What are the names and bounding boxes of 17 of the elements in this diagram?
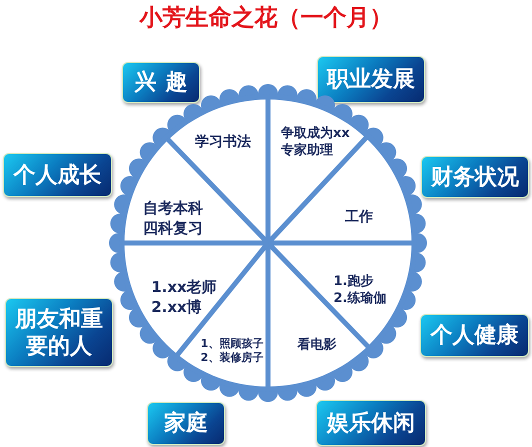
- category-tile: 职业发展: [317, 56, 425, 103]
- slice-text: 看电影: [298, 336, 336, 354]
- category-tile: 朋友和重要的人: [5, 298, 113, 367]
- slice-text: 1.xx老师 2.xx博: [151, 277, 217, 317]
- category-tile: 财务状况: [421, 156, 529, 198]
- category-tile: 家庭: [147, 402, 225, 445]
- category-tile: 娱乐休闲: [316, 400, 426, 446]
- category-tile: 个人健康: [420, 314, 529, 357]
- slice-text: 1、照顾孩子 2、装修房子: [200, 337, 264, 365]
- slice-text: 1.跑步 2.练瑜伽: [334, 273, 386, 307]
- slice-text: 学习书法: [195, 133, 251, 151]
- slice-text: 争取成为xx专家助理: [281, 125, 355, 159]
- category-tile: 个人成长: [3, 153, 112, 197]
- slice-text: 自考本科四科复习: [143, 198, 207, 238]
- title: 小芳生命之花（一个月）: [138, 4, 394, 33]
- category-tile: 兴趣: [122, 62, 200, 103]
- slice-text: 工作: [345, 208, 373, 226]
